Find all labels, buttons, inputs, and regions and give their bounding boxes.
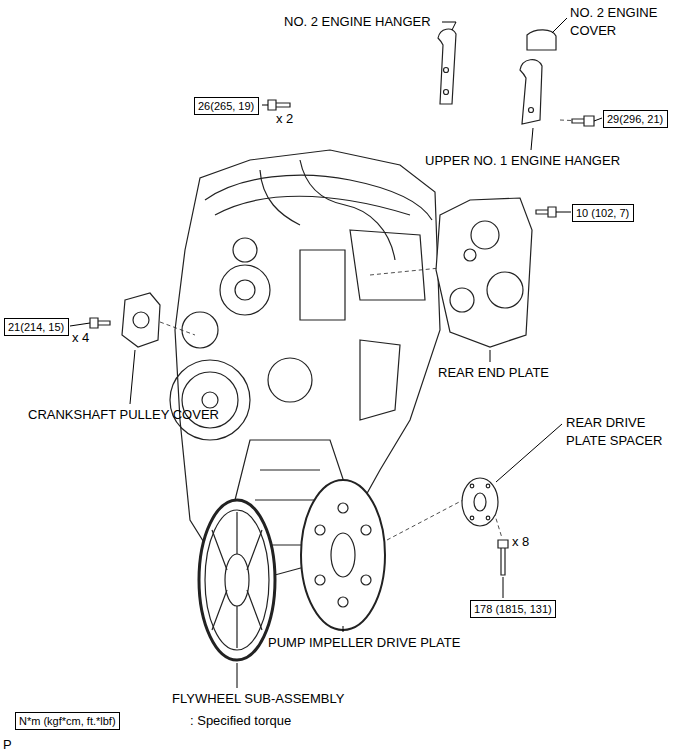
torque-value: 178 (1815, 131)	[474, 602, 552, 616]
part-name: NO. 2 ENGINE COVER	[570, 4, 682, 40]
part-name: FLYWHEEL SUB-ASSEMBLY	[172, 690, 344, 708]
quantity: x 4	[72, 329, 89, 347]
figure-code: P	[3, 736, 12, 754]
torque-value: 10 (102, 7)	[576, 206, 630, 220]
pulley-cover	[122, 293, 160, 347]
engine-hanger	[520, 60, 542, 124]
part-name: REAR DRIVE PLATE SPACER	[566, 414, 686, 450]
torque-value: 26(265, 19)	[198, 99, 255, 113]
part-name: UPPER NO. 1 ENGINE HANGER	[425, 152, 620, 170]
legend-note: : Specified torque	[190, 712, 291, 730]
quantity: x 8	[512, 533, 529, 551]
torque-box: 26(265, 19)	[194, 97, 259, 115]
torque-value: N*m (kgf*cm, ft.*lbf)	[19, 714, 116, 728]
engine-hanger	[438, 29, 456, 104]
part-name: REAR END PLATE	[438, 364, 549, 382]
drive-plate-spacer	[462, 478, 498, 526]
torque-value: 29(296, 21)	[607, 112, 664, 126]
quantity: x 2	[276, 110, 293, 128]
drive-plate	[301, 480, 385, 630]
part-name: PUMP IMPELLER DRIVE PLATE	[268, 634, 460, 652]
torque-value: 21(214, 15)	[8, 320, 65, 334]
torque-box: 178 (1815, 131)	[470, 600, 556, 618]
engine-drawing	[170, 150, 440, 575]
part-name: NO. 2 ENGINE HANGER	[284, 13, 431, 31]
torque-box: 10 (102, 7)	[572, 204, 634, 222]
torque-box: N*m (kgf*cm, ft.*lbf)	[15, 712, 120, 730]
torque-box: 21(214, 15)	[4, 318, 69, 336]
part-name: CRANKSHAFT PULLEY COVER	[28, 406, 219, 424]
rear-end-plate	[436, 198, 532, 347]
flywheel	[199, 500, 275, 660]
engine-cover	[527, 30, 556, 50]
torque-box: 29(296, 21)	[603, 110, 668, 128]
